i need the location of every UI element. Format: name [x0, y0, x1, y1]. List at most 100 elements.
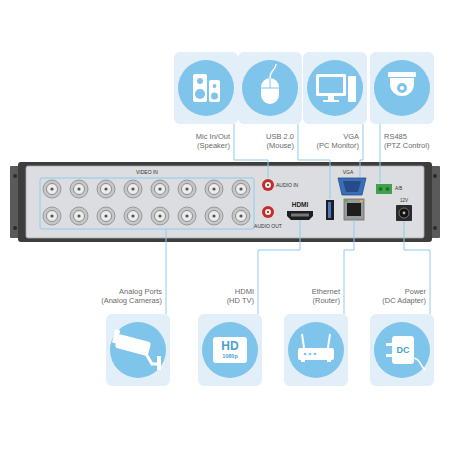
panel-label: 12V — [400, 199, 408, 204]
rca-ports — [262, 179, 274, 191]
bnc-ports — [70, 180, 88, 198]
bnc-ports — [97, 207, 115, 225]
router-icon — [298, 348, 334, 360]
dvr-chassis — [10, 162, 440, 242]
callout-tile — [174, 52, 238, 124]
bullet-camera-icon — [112, 329, 161, 370]
ethernet-port — [347, 203, 361, 216]
vga-port — [343, 181, 361, 192]
port-bracket — [40, 178, 254, 229]
speaker-icon — [195, 89, 205, 99]
router-icon — [314, 353, 317, 356]
panel-label: A/B — [395, 187, 402, 192]
rca-ports — [267, 211, 269, 213]
bnc-ports — [124, 207, 142, 225]
dvr-chassis — [13, 226, 17, 230]
router-icon — [309, 353, 312, 356]
usb-port — [326, 200, 334, 220]
mouse-icon — [270, 64, 276, 78]
port-use: (Mouse) — [266, 141, 294, 150]
power-jack — [396, 205, 412, 221]
speaker-icon — [211, 93, 218, 100]
port-name: USB 2.0 — [266, 132, 294, 141]
rca-ports — [262, 179, 274, 218]
power-jack — [399, 208, 409, 218]
speaker-icon — [209, 80, 220, 102]
dvr-chassis — [26, 166, 424, 238]
bnc-ports — [43, 207, 61, 225]
bnc-ports — [205, 180, 223, 198]
port-callout: VGA(PC Monitor) — [303, 52, 367, 124]
callout-tile — [370, 314, 434, 386]
dvr-chassis — [18, 162, 432, 242]
port-name: VGA — [343, 132, 359, 141]
icon-circle — [288, 322, 344, 378]
power-jack — [396, 205, 412, 221]
rs485-terminal — [376, 184, 392, 194]
speaker-icon — [193, 74, 220, 102]
speaker-icon — [213, 84, 217, 88]
dvr-chassis — [433, 226, 437, 230]
bnc-ports — [178, 180, 196, 198]
port-use: (DC Adapter) — [382, 296, 426, 305]
leader-line — [258, 220, 300, 314]
router-icon — [298, 334, 334, 362]
leader-line — [360, 124, 363, 177]
icon-circle — [178, 60, 234, 116]
dvr-chassis — [433, 174, 437, 178]
panel-label: HDMI — [292, 202, 309, 209]
bnc-ports — [43, 180, 61, 198]
power-jack — [403, 212, 406, 215]
port-name: Mic In/Out — [196, 132, 230, 141]
leader-line — [344, 220, 354, 314]
dc-adapter-icon — [414, 358, 426, 370]
dome-camera-icon — [388, 72, 416, 96]
port-callout: Mic In/Out(Speaker) — [174, 52, 238, 124]
dome-camera-icon — [397, 83, 407, 93]
dc-adapter-icon — [392, 336, 414, 364]
port-use: (Speaker) — [197, 141, 230, 150]
monitor-icon — [316, 74, 346, 96]
bnc-ports — [151, 207, 169, 225]
port-callout: RS485(PTZ Control) — [370, 52, 434, 124]
rca-ports — [265, 182, 271, 188]
monitor-icon — [319, 77, 343, 93]
port-name: Ethernet — [312, 287, 340, 296]
callout-tile — [198, 314, 262, 386]
port-use: (Router) — [312, 296, 340, 305]
rs485-terminal — [386, 187, 390, 191]
bnc-ports — [124, 180, 142, 198]
port-use: (HD TV) — [227, 296, 254, 305]
bnc-ports — [43, 180, 250, 225]
leader-line — [166, 229, 167, 314]
hdmi-port — [287, 211, 313, 220]
leader-line — [166, 124, 430, 314]
port-use: (Analog Cameras) — [101, 296, 162, 305]
callout-tile — [106, 314, 170, 386]
router-icon — [301, 360, 305, 362]
hdmi-port — [291, 214, 309, 217]
monitor-icon — [328, 96, 334, 100]
ethernet-port — [344, 199, 364, 220]
rs485-terminal — [379, 187, 383, 191]
speaker-icon — [193, 74, 207, 102]
port-use: (PC Monitor) — [316, 141, 359, 150]
port-callout: USB 2.0(Mouse) — [238, 52, 302, 124]
port-name: Analog Ports — [119, 287, 162, 296]
router-icon — [304, 353, 307, 356]
monitor-icon — [323, 100, 339, 102]
ethernet-port — [360, 200, 363, 202]
rca-ports — [267, 184, 269, 186]
panel-label: VIDEO IN — [136, 170, 158, 175]
icon-circle — [307, 60, 363, 116]
bnc-ports — [178, 207, 196, 225]
ethernet-port — [345, 200, 348, 202]
panel-label: DC — [397, 346, 410, 355]
bnc-ports — [232, 180, 250, 198]
vga-port — [338, 178, 366, 195]
dome-camera-icon — [390, 78, 414, 96]
port-callout: Analog Ports(Analog Cameras) — [106, 314, 170, 386]
